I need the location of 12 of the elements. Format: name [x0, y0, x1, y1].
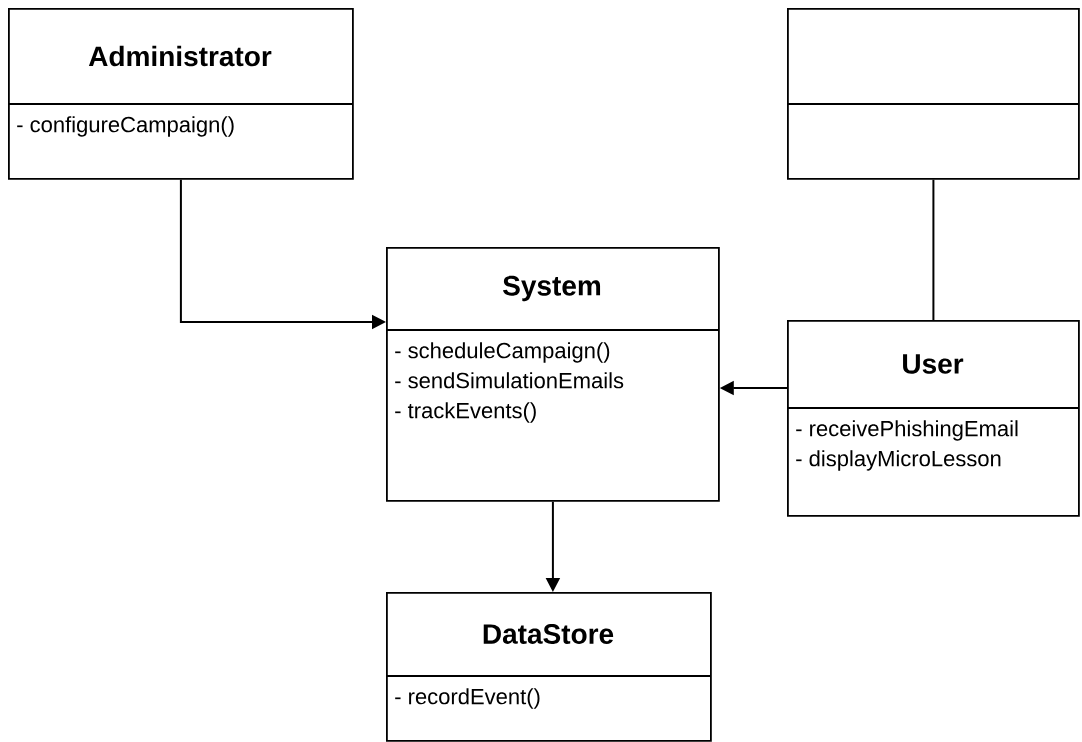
class-box	[786, 8, 1080, 180]
method-text: - displayMicroLesson	[796, 450, 1001, 471]
class-name: User	[903, 354, 964, 374]
method-text: - scheduleCampaign()	[395, 342, 610, 363]
method-text: - trackEvents()	[395, 402, 536, 423]
method-text: - configureCampaign()	[17, 116, 234, 137]
class-name: System	[503, 275, 601, 302]
method-text: - recordEvent()	[395, 688, 540, 709]
class-name: DataStore	[483, 624, 614, 644]
method-text: - receivePhishingEmail	[796, 420, 1018, 441]
class-name: Administrator	[88, 45, 272, 67]
method-text: - sendSimulationEmails	[395, 372, 624, 389]
